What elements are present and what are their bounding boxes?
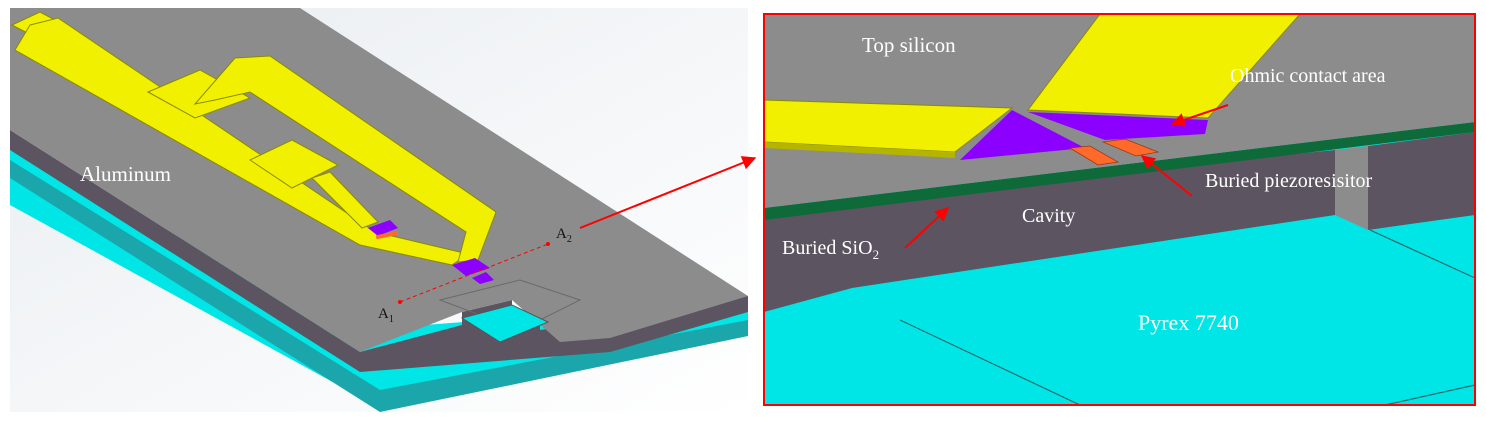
pyrex-edge-1 xyxy=(899,319,1081,405)
label-a1-sub: 1 xyxy=(389,314,394,325)
overview-panel: Aluminum A1 A2 xyxy=(10,8,748,412)
label-buried-sio2: Buried SiO2 xyxy=(782,237,879,262)
label-a2-main: A xyxy=(556,226,567,242)
label-a1: A1 xyxy=(378,306,394,325)
arrow-ohmic-contact xyxy=(1170,104,1229,127)
aluminum-pad-inner xyxy=(248,139,340,189)
label-buried-piezoresistor: Buried piezoresisitor xyxy=(1205,170,1373,192)
piezoresistor-small xyxy=(375,230,399,240)
label-aluminum: Aluminum xyxy=(80,162,171,186)
label-a1-main: A xyxy=(378,306,389,322)
ohmic-contact-left xyxy=(960,110,1085,160)
label-top-silicon: Top silicon xyxy=(862,33,956,57)
label-a2: A2 xyxy=(556,226,572,245)
label-a2-sub: 2 xyxy=(567,234,572,245)
aluminum-trace-right xyxy=(1027,14,1301,119)
section-point-a2 xyxy=(546,242,550,246)
ohmic-contact-right xyxy=(1028,112,1208,140)
aluminum-trace-left-edge xyxy=(764,142,955,158)
zoom-connector-arrow xyxy=(579,156,757,229)
aluminum-traces xyxy=(10,11,497,266)
section-line xyxy=(399,243,549,303)
section-point-a1 xyxy=(398,300,402,304)
ohmic-contact-small-2 xyxy=(452,258,490,276)
cavity-back-wall xyxy=(852,150,1335,288)
ohmic-contact-small-1 xyxy=(368,220,398,236)
silicon-wall-right xyxy=(1368,132,1475,230)
label-pyrex: Pyrex 7740 xyxy=(1138,310,1239,335)
detail-frame xyxy=(763,13,1476,406)
pyrex-edge-2 xyxy=(1369,229,1475,279)
ohmic-contact-small-3 xyxy=(472,272,494,284)
label-ohmic-contact-area: Ohmic contact area xyxy=(1230,65,1386,87)
piezoresistor-left xyxy=(1068,145,1120,166)
cavity-pit xyxy=(460,304,550,343)
silicon-wall-left xyxy=(764,198,852,312)
aluminum-pad-middle xyxy=(146,69,252,119)
label-cavity: Cavity xyxy=(1022,205,1075,227)
aluminum-trace-inner xyxy=(311,171,379,229)
pyrex-edge-3 xyxy=(1384,384,1475,405)
arrow-piezoresistor xyxy=(1140,155,1193,197)
label-buried-sio2-main: Buried SiO xyxy=(782,237,873,259)
piezoresistor-right xyxy=(1101,138,1160,157)
buried-sio2-layer xyxy=(764,122,1475,220)
arrow-buried-sio2 xyxy=(904,207,950,249)
silicon-pillar-face xyxy=(1335,146,1368,230)
label-buried-sio2-sub: 2 xyxy=(873,247,880,262)
detail-panel: Top silicon Ohmic contact area Buried pi… xyxy=(763,13,1476,406)
